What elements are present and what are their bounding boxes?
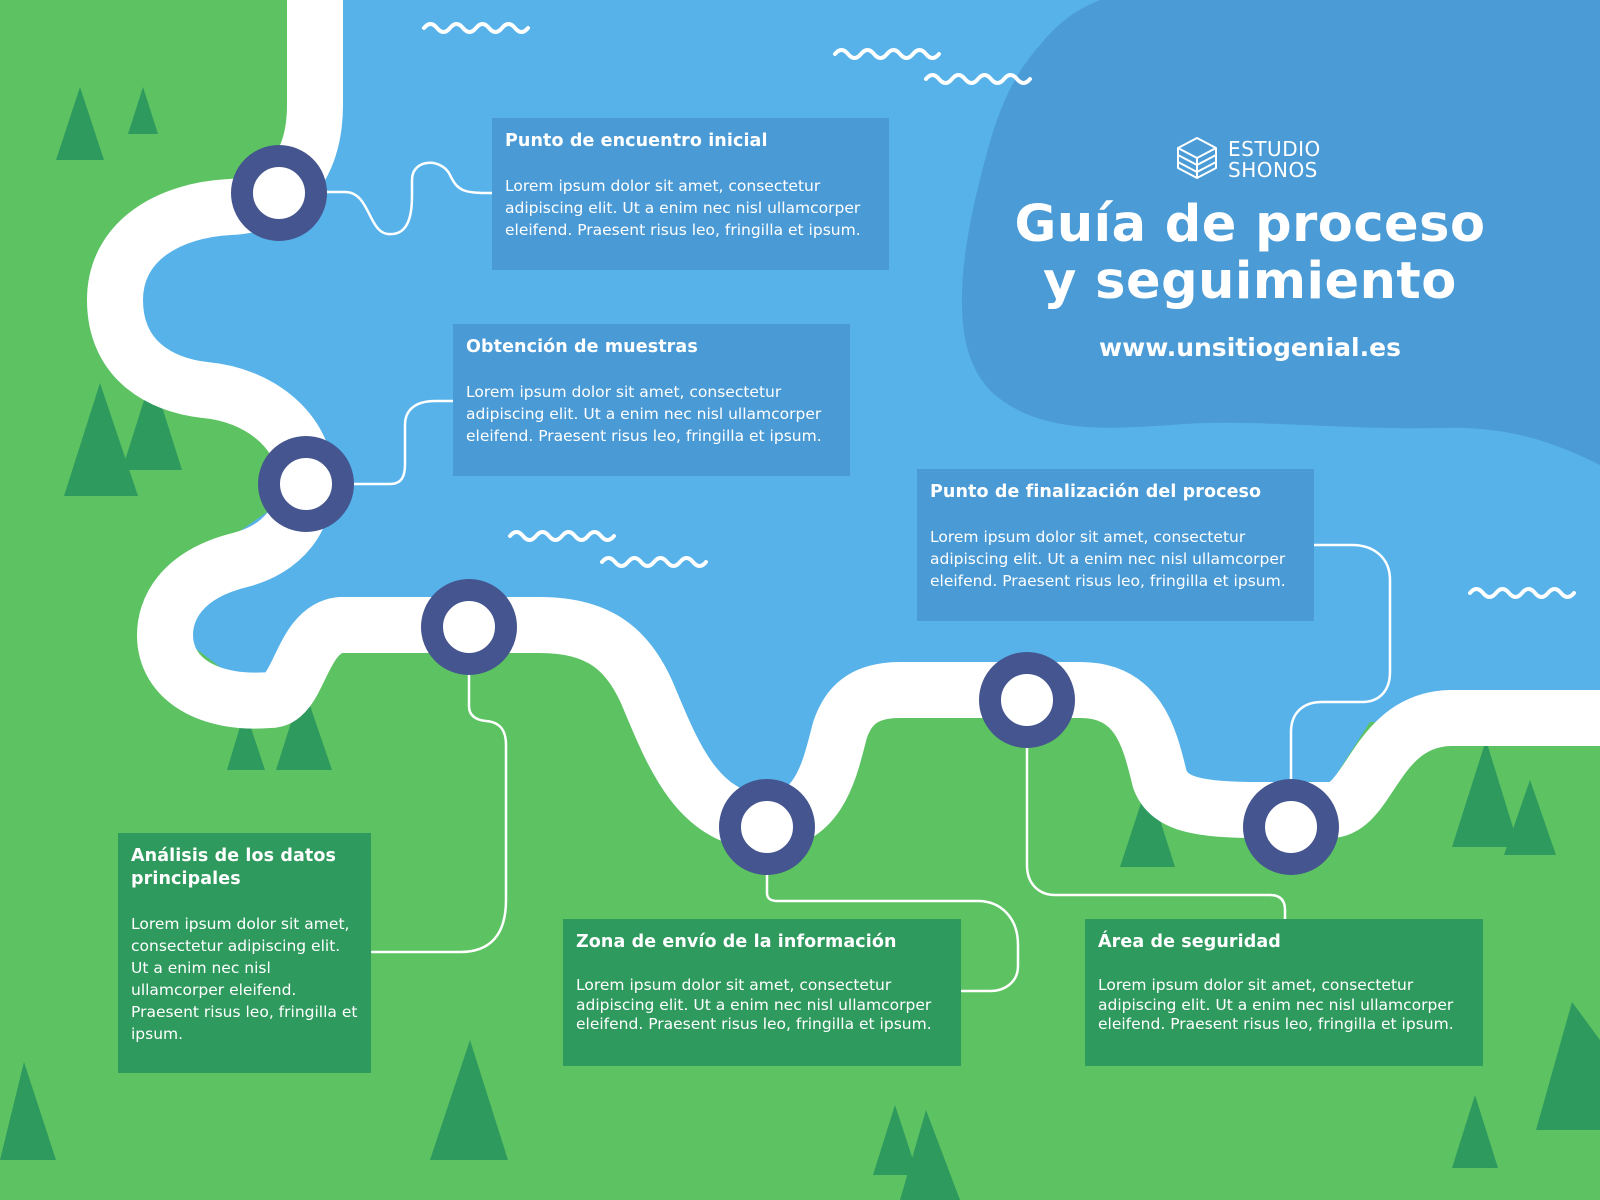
step-title: Área de seguridad [1098,932,1281,952]
step-card-6: Punto de finalización del proceso Lorem … [917,469,1314,621]
step-card-4: Zona de envío de la información Lorem ip… [563,919,961,1066]
marker-3 [421,579,517,675]
brand-name-line2: SHONOS [1228,158,1318,182]
route-markers [231,145,1339,875]
wave-marks [422,22,1576,599]
marker-2 [258,436,354,532]
marker-4 [719,779,815,875]
trees [0,87,1600,1200]
marker-5 [979,652,1075,748]
step-title: Obtención de muestras [466,337,698,357]
step-body: Lorem ipsum dolor sit amet, consectetur … [505,177,861,239]
step-body: Lorem ipsum dolor sit amet, consectetur … [1098,976,1454,1033]
brand: ESTUDIO SHONOS [1176,136,1321,184]
page-title-line2: y seguimiento [1043,252,1457,311]
step-body: Lorem ipsum dolor sit amet, consectetur … [576,976,932,1033]
page-title-line1: Guía de proceso [1014,195,1486,254]
brand-name: ESTUDIO SHONOS [1228,139,1321,181]
step-body: Lorem ipsum dolor sit amet, consectetur … [930,528,1286,590]
step-title: Análisis de los datos principales [131,846,336,889]
step-body: Lorem ipsum dolor sit amet, consectetur … [466,383,822,445]
title-blob [961,0,1600,465]
step-title: Punto de encuentro inicial [505,131,768,151]
brand-name-line1: ESTUDIO [1228,137,1321,161]
layered-cube-logo-icon [1176,136,1218,184]
connector-lines [323,161,1392,993]
step-title: Punto de finalización del proceso [930,482,1262,502]
marker-1 [231,145,327,241]
marker-6 [1243,779,1339,875]
step-title: Zona de envío de la información [576,932,897,952]
step-card-5: Área de seguridad Lorem ipsum dolor sit … [1085,919,1483,1066]
page-title: Guía de proceso y seguimiento [1000,196,1500,310]
step-card-3: Análisis de los datos principales Lorem … [118,833,371,1073]
step-body: Lorem ipsum dolor sit amet, consectetur … [131,915,358,1043]
winding-road [87,0,1600,850]
step-card-1: Punto de encuentro inicial Lorem ipsum d… [492,118,889,270]
step-card-2: Obtención de muestras Lorem ipsum dolor … [453,324,850,476]
website-url: www.unsitiogenial.es [1099,333,1401,362]
